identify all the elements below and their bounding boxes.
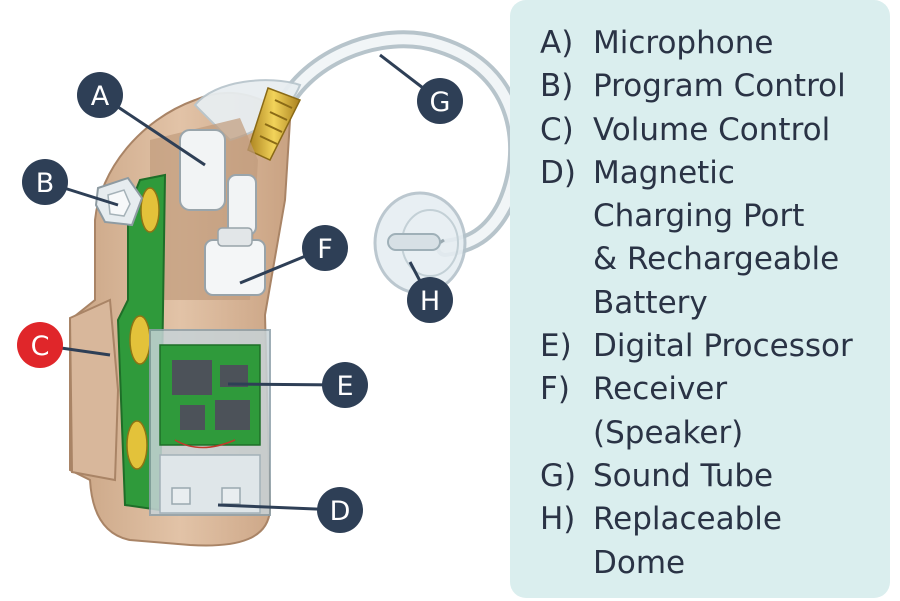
legend-text: Microphone xyxy=(593,22,773,65)
callout-h-letter: H xyxy=(420,286,440,317)
callout-e-circle xyxy=(322,362,368,408)
gold-connector xyxy=(247,87,302,161)
callout-b-letter: B xyxy=(36,168,55,199)
legend-text: Magnetic Charging Port & Rechargeable Ba… xyxy=(593,152,839,325)
callout-b-circle xyxy=(22,159,68,205)
legend-line: Charging Port xyxy=(593,198,805,235)
callout-h-circle xyxy=(407,277,453,323)
legend-line: & Rechargeable xyxy=(593,241,840,278)
legend-panel: A) Microphone B) Program Control C) Volu… xyxy=(510,0,890,598)
legend-line: Magnetic xyxy=(593,154,735,191)
legend-line: Replaceable xyxy=(593,501,782,538)
legend-key: G) xyxy=(540,457,577,494)
legend-key: H) xyxy=(540,501,576,538)
callout-f-letter: F xyxy=(317,234,333,265)
replaceable-dome xyxy=(373,191,467,295)
legend-item-g: G) Sound Tube xyxy=(540,455,880,498)
legend-text: Receiver (Speaker) xyxy=(593,368,743,455)
legend-item-c: C) Volume Control xyxy=(540,109,880,152)
callout-h: H xyxy=(407,277,453,323)
callout-a-letter: A xyxy=(91,81,110,112)
legend-line: (Speaker) xyxy=(593,414,744,451)
legend-text: Volume Control xyxy=(593,109,830,152)
legend-key: E) xyxy=(540,328,572,365)
receiver xyxy=(204,227,266,296)
legend-key: A) xyxy=(540,25,574,61)
legend-text: Digital Processor xyxy=(593,325,853,368)
callout-d-circle xyxy=(317,487,363,533)
legend-item-e: E) Digital Processor xyxy=(540,325,880,368)
legend-item-a: A) Microphone xyxy=(540,22,880,65)
legend-key: D) xyxy=(540,154,576,191)
callout-g: G xyxy=(417,78,463,124)
callout-e-letter: E xyxy=(336,371,353,402)
callout-c-circle xyxy=(17,322,63,368)
callout-c: C xyxy=(17,322,63,368)
legend-line: Program Control xyxy=(593,68,846,105)
callout-c-letter: C xyxy=(31,331,50,362)
legend-item-d: D) Magnetic Charging Port & Rechargeable… xyxy=(540,152,880,325)
legend-key: C) xyxy=(540,111,574,148)
battery-compartment xyxy=(149,329,271,516)
hearing-aid-diagram: A B C D E F G H xyxy=(17,30,520,547)
callout-d: D xyxy=(317,487,363,533)
callout-a: A xyxy=(77,72,123,118)
legend-item-b: B) Program Control xyxy=(540,65,880,108)
volume-rocker xyxy=(68,298,120,482)
callout-g-circle xyxy=(417,78,463,124)
legend-line: Receiver xyxy=(593,371,728,408)
legend-line: Digital Processor xyxy=(593,328,853,365)
callout-e: E xyxy=(322,362,368,408)
callout-f: F xyxy=(302,225,348,271)
callout-a-circle xyxy=(77,72,123,118)
legend-text: Program Control xyxy=(593,65,846,108)
legend-key: F) xyxy=(540,371,570,408)
callout-b: B xyxy=(22,159,68,205)
legend-item-h: H) Replaceable Dome xyxy=(540,498,880,585)
legend-text: Sound Tube xyxy=(593,455,773,498)
callout-f-circle xyxy=(302,225,348,271)
legend-line: Dome xyxy=(593,544,686,581)
program-button xyxy=(94,176,144,227)
legend-key: B) xyxy=(540,68,574,105)
legend-line: Battery xyxy=(593,284,708,321)
legend-line: Sound Tube xyxy=(593,457,774,494)
callout-d-letter: D xyxy=(330,496,351,527)
legend-text: Replaceable Dome xyxy=(593,498,782,585)
legend-item-f: F) Receiver (Speaker) xyxy=(540,368,880,455)
legend-list: A) Microphone B) Program Control C) Volu… xyxy=(540,22,880,585)
legend-line: Microphone xyxy=(593,25,774,61)
callout-g-letter: G xyxy=(430,87,451,118)
legend-line: Volume Control xyxy=(593,111,831,148)
